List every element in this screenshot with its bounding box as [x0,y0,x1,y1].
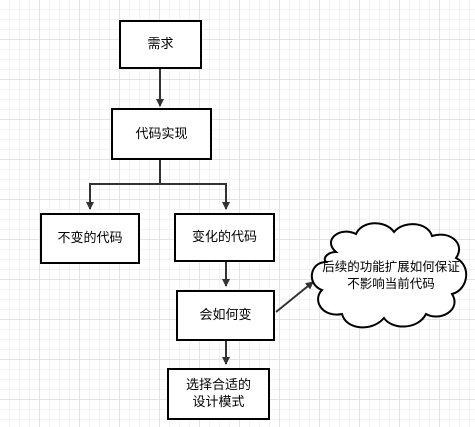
node-need-label: 需求 [147,37,174,52]
node-implementation-label: 代码实现 [135,126,188,142]
node-need[interactable]: 需求 [119,20,202,69]
node-choose-pattern[interactable]: 选择合适的设计模式 [167,368,270,420]
node-unchanged-code[interactable]: 不变的代码 [40,213,140,264]
node-choose-pattern-label: 选择合适的设计模式 [185,378,251,410]
edge-how-change-to-cloud [275,281,314,313]
node-how-change-label: 会如何变 [199,308,252,323]
node-changing-code[interactable]: 变化的代码 [174,213,275,262]
node-implementation[interactable]: 代码实现 [111,108,212,160]
cloud-shape [311,222,467,329]
node-how-change[interactable]: 会如何变 [176,290,275,341]
edge-branch-to-unchanged [86,183,160,210]
node-changing-code-label: 变化的代码 [191,230,257,245]
edge-branch-to-changing [160,183,230,210]
node-unchanged-code-label: 不变的代码 [57,231,123,246]
cloud-note-text: 后续的功能扩展如何保证不影响当前代码 [322,259,460,291]
